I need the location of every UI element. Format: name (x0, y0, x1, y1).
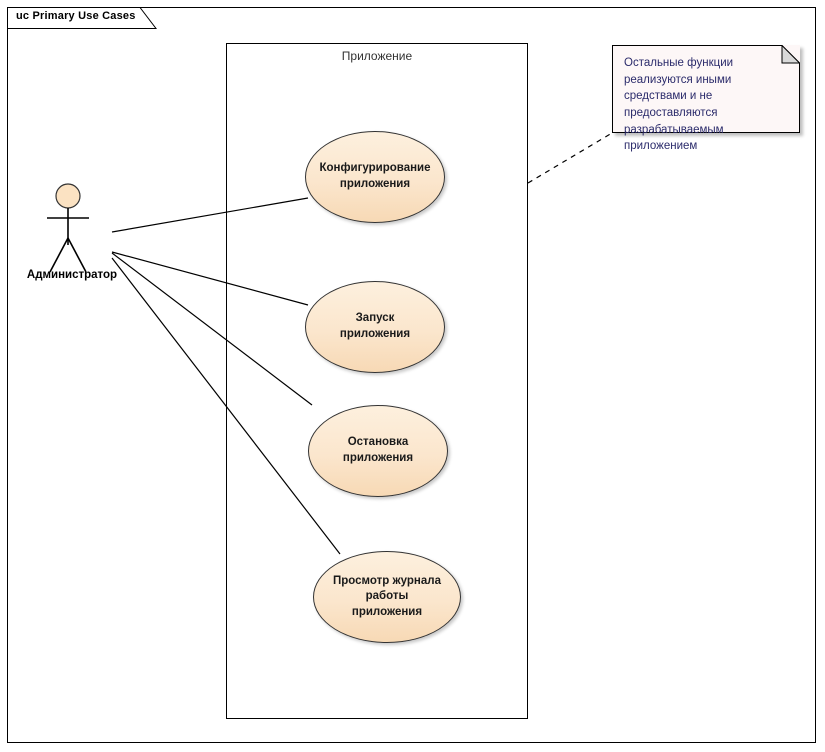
note-box[interactable]: Остальные функции реализуются иными сред… (612, 45, 800, 152)
use-case-start-label: Запуск приложения (306, 311, 444, 342)
use-case-stop-line1: Остановка (347, 436, 409, 449)
note-shape (612, 45, 800, 133)
actor-label: Администратор (26, 269, 118, 281)
use-case-configure[interactable]: Конфигурирование приложения (305, 131, 445, 223)
use-case-configure-line1: Конфигурирование (319, 162, 431, 175)
use-case-view-log[interactable]: Просмотр журнала работы приложения (313, 551, 461, 643)
actor-left-leg-line (49, 237, 69, 273)
use-case-view-log-line2: работы приложения (351, 590, 423, 618)
frame-title-label: uc Primary Use Cases (16, 10, 136, 22)
folded-corner-icon (781, 45, 800, 64)
use-case-configure-line2: приложения (339, 178, 411, 190)
use-case-stop-label: Остановка приложения (327, 435, 429, 466)
use-case-view-log-label: Просмотр журнала работы приложения (314, 574, 460, 621)
use-case-start-line1: Запуск приложения (339, 312, 411, 340)
actor-head-icon (55, 183, 81, 209)
actor-administrator[interactable] (30, 180, 108, 280)
use-case-view-log-line1: Просмотр журнала (333, 574, 441, 587)
system-boundary-label: Приложение (341, 49, 413, 63)
note-text: Остальные функции реализуются иными сред… (624, 57, 734, 153)
use-case-stop-line2: приложения (342, 452, 414, 464)
actor-right-leg-line (67, 237, 87, 273)
use-case-stop[interactable]: Остановка приложения (308, 405, 448, 497)
use-case-start[interactable]: Запуск приложения (305, 281, 445, 373)
use-case-configure-label: Конфигурирование приложения (303, 161, 446, 192)
